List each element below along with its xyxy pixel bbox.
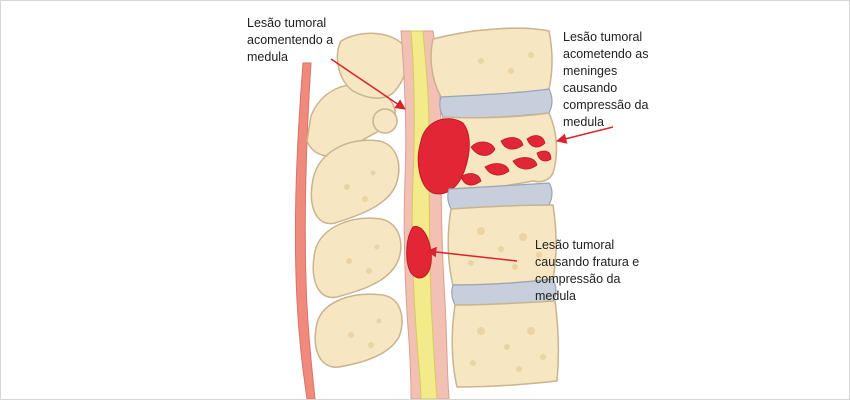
spinous-process-3 [312,217,402,299]
epidural-tumor [417,118,470,195]
facet-joint [372,108,398,134]
label-spinal-cord-lesion: Lesão tumoral acomentendo a medula [247,16,334,64]
arrow-mid-right [425,246,518,262]
arrow-top-left [330,58,406,110]
bone-texture [344,52,546,372]
tumor-fragments [460,135,552,186]
spinous-process-4 [314,293,403,368]
arrow-top-right [555,126,614,144]
spinous-process-2 [310,139,400,225]
intradural-tumor [406,226,432,279]
vertebral-body-top [430,27,553,99]
articular-process-top [336,32,409,99]
posterior-ligament [294,62,316,399]
label-meninges-lesion: Lesão tumoral acometendo as meninges cau… [563,30,649,129]
vertebral-body-4 [451,300,560,388]
label-fracture-lesion: Lesão tumoral causando fratura e compres… [535,238,640,303]
